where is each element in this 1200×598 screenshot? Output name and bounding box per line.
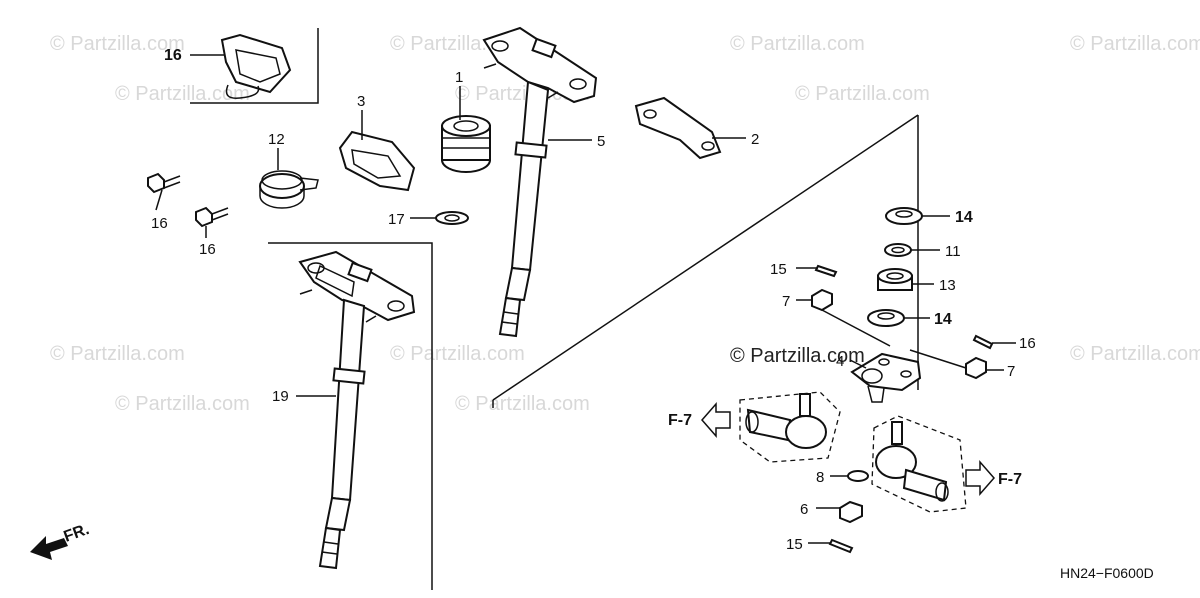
part-18-bracket xyxy=(220,33,292,99)
watermark: © Partzilla.com xyxy=(115,393,250,415)
callout-13: 14 xyxy=(934,311,952,328)
watermark: © Partzilla.com xyxy=(730,33,865,55)
callout-10: 12 xyxy=(268,131,285,148)
ref-left-label: F-7 xyxy=(668,412,692,429)
tie-rod-end-left xyxy=(739,391,841,463)
watermark: © Partzilla.com xyxy=(455,393,590,415)
part-8-washer xyxy=(847,470,869,482)
part-14-cotter-pin-lower xyxy=(972,334,994,350)
part-12-seal xyxy=(885,207,923,225)
part-16-bolts xyxy=(147,172,229,228)
watermark: © Partzilla.com xyxy=(115,83,250,105)
watermark: © Partzilla.com xyxy=(1070,33,1200,55)
watermark: © Partzilla.com xyxy=(50,33,185,55)
callout-8: 8 xyxy=(816,469,824,486)
callout-2: 2 xyxy=(751,131,759,148)
part-7-nut-lower xyxy=(909,349,987,380)
watermarks: © Partzilla.com © Partzilla.com © Partzi… xyxy=(50,33,1200,415)
part-4-arm xyxy=(850,352,922,403)
callout-14: 15 xyxy=(770,261,787,278)
leader-lines xyxy=(155,54,1016,544)
part-6-nut xyxy=(839,500,863,524)
callout-16: 16 xyxy=(151,215,168,232)
callout-12: 14 xyxy=(955,209,973,226)
callout-15: 15 xyxy=(786,536,803,553)
watermark: © Partzilla.com xyxy=(50,343,185,365)
part-2-plate xyxy=(634,96,722,160)
callout-14: 16 xyxy=(1019,335,1036,352)
callout-9: 11 xyxy=(945,243,961,260)
callout-17: 17 xyxy=(388,211,405,228)
part-19-steering-shaft xyxy=(298,250,416,570)
part-1-bushing xyxy=(441,115,491,173)
callout-19: 19 xyxy=(272,388,289,405)
tie-rod-end-right xyxy=(871,415,967,513)
diagram-code: HN24−F0600D xyxy=(1060,565,1154,581)
callout-5: 5 xyxy=(597,133,605,150)
part-11-bearing xyxy=(877,268,913,291)
callout-11: 13 xyxy=(939,277,956,294)
part-7-nut-upper xyxy=(811,288,891,347)
part-3-holder xyxy=(338,130,416,192)
part-17-washer xyxy=(435,211,469,225)
front-arrow: FR. xyxy=(30,521,92,560)
part-15-cotter-pin xyxy=(828,538,854,554)
part-9-washer xyxy=(884,243,912,257)
group-frames xyxy=(190,28,919,590)
watermark-dark: © Partzilla.com xyxy=(730,345,865,367)
watermark: © Partzilla.com xyxy=(795,83,930,105)
watermark: © Partzilla.com xyxy=(1070,343,1200,365)
ref-right-label: F-7 xyxy=(998,471,1022,488)
part-5-steering-shaft xyxy=(482,26,598,338)
callout-16: 16 xyxy=(199,241,216,258)
callout-4: 4 xyxy=(836,353,844,370)
callouts: 16 1 3 12 16 16 17 5 2 14 11 13 14 15 7 … xyxy=(151,47,1036,553)
callout-7: 7 xyxy=(782,293,790,310)
callout-18: 16 xyxy=(164,47,182,64)
part-14-cotter-pin-upper xyxy=(814,264,838,278)
ref-right: F-7 xyxy=(965,460,1022,496)
ref-left: F-7 xyxy=(668,402,731,438)
callout-3: 3 xyxy=(357,93,365,110)
callout-6: 6 xyxy=(800,501,808,518)
part-10-clamp xyxy=(259,170,319,209)
watermark: © Partzilla.com xyxy=(390,343,525,365)
callout-7: 7 xyxy=(1007,363,1015,380)
callout-1: 1 xyxy=(455,69,463,86)
part-13-seal xyxy=(867,309,905,327)
front-label: FR. xyxy=(62,521,92,546)
